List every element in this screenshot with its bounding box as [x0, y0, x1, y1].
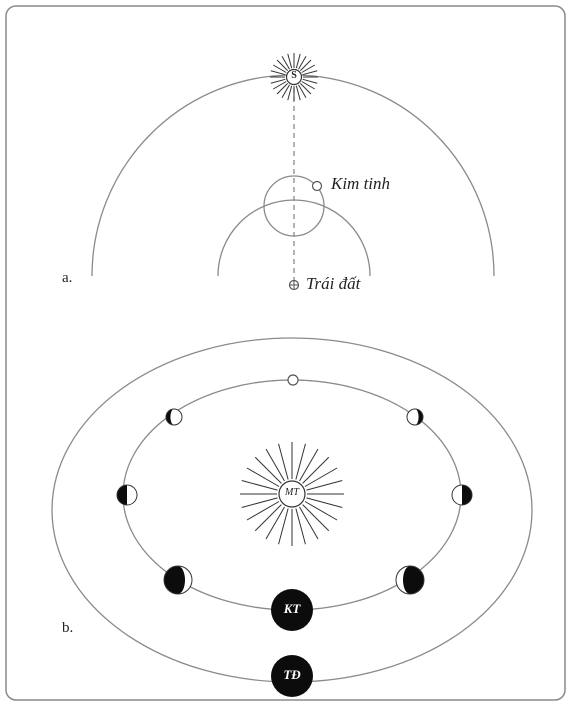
sun-ray — [298, 84, 307, 99]
sun-ray — [241, 497, 278, 508]
panel-a-diagram — [91, 53, 495, 291]
sun-symbol-label: S — [291, 70, 297, 81]
sun-icon — [240, 442, 344, 546]
sun-ray — [246, 467, 280, 487]
sun-ray — [272, 81, 287, 90]
venus-name-label: Kim tinh — [331, 174, 391, 193]
sun-icon — [270, 53, 318, 101]
panel-a-label: a. — [62, 270, 73, 286]
sun-ray — [287, 53, 293, 69]
sun-ray — [301, 81, 316, 90]
sun-ray — [302, 504, 330, 532]
sun-disc — [285, 68, 303, 86]
panel-b-label: b. — [62, 620, 74, 636]
earth-name-label: Trái đất — [306, 274, 361, 293]
venus-phase-full — [287, 374, 299, 386]
venus-phase-gibbous — [165, 408, 183, 426]
sun-ray — [270, 70, 286, 76]
venus-dot — [311, 180, 323, 192]
panel-b-diagram — [51, 337, 533, 697]
venus-phase-crescent — [395, 565, 425, 595]
sun-ray — [254, 504, 282, 532]
earth-center-label: TĐ — [283, 667, 301, 682]
sun-ray — [306, 480, 343, 491]
sun-ray — [278, 443, 289, 480]
venus-phase-crescent — [163, 565, 193, 595]
sun-ray — [295, 508, 306, 545]
sun-ray — [281, 84, 290, 99]
venus-new-phase-disc — [271, 589, 313, 631]
sun-ray — [287, 85, 293, 101]
earth-disc — [271, 655, 313, 697]
sun-ray — [276, 83, 288, 95]
sun-ray — [265, 448, 285, 482]
sun-ray — [298, 55, 307, 70]
sun-ray — [265, 506, 285, 540]
sun-center-label: MT — [285, 487, 299, 498]
venus-phase-half — [451, 484, 473, 506]
sun-disc — [278, 480, 306, 508]
sun-ray — [299, 448, 319, 482]
sun-ray — [254, 456, 282, 484]
venus-center-label: KT — [283, 601, 301, 616]
sun-ray — [302, 456, 330, 484]
sun-ray — [270, 78, 286, 84]
sun-ray — [304, 467, 338, 487]
sun-ray — [295, 85, 301, 101]
sun-ray — [299, 506, 319, 540]
sun-ray — [302, 78, 318, 84]
figure-frame — [5, 5, 566, 701]
earth-orbit-arc — [217, 199, 371, 277]
sun-ray — [304, 501, 338, 521]
sun-ray — [295, 53, 301, 69]
sun-ray — [272, 64, 287, 73]
sun-ray — [302, 70, 318, 76]
sun-ray — [295, 443, 306, 480]
sun-ray — [306, 497, 343, 508]
sun-ray — [300, 59, 312, 71]
sun-ray — [241, 480, 278, 491]
sun-ray — [281, 55, 290, 70]
sun-ray — [276, 59, 288, 71]
sun-ray — [278, 508, 289, 545]
sun-ray — [300, 83, 312, 95]
venus-phase-gibbous — [406, 408, 424, 426]
sun-ray — [301, 64, 316, 73]
venus-phase-markers — [116, 374, 473, 595]
sun-ray — [246, 501, 280, 521]
venus-phase-half — [116, 484, 138, 506]
